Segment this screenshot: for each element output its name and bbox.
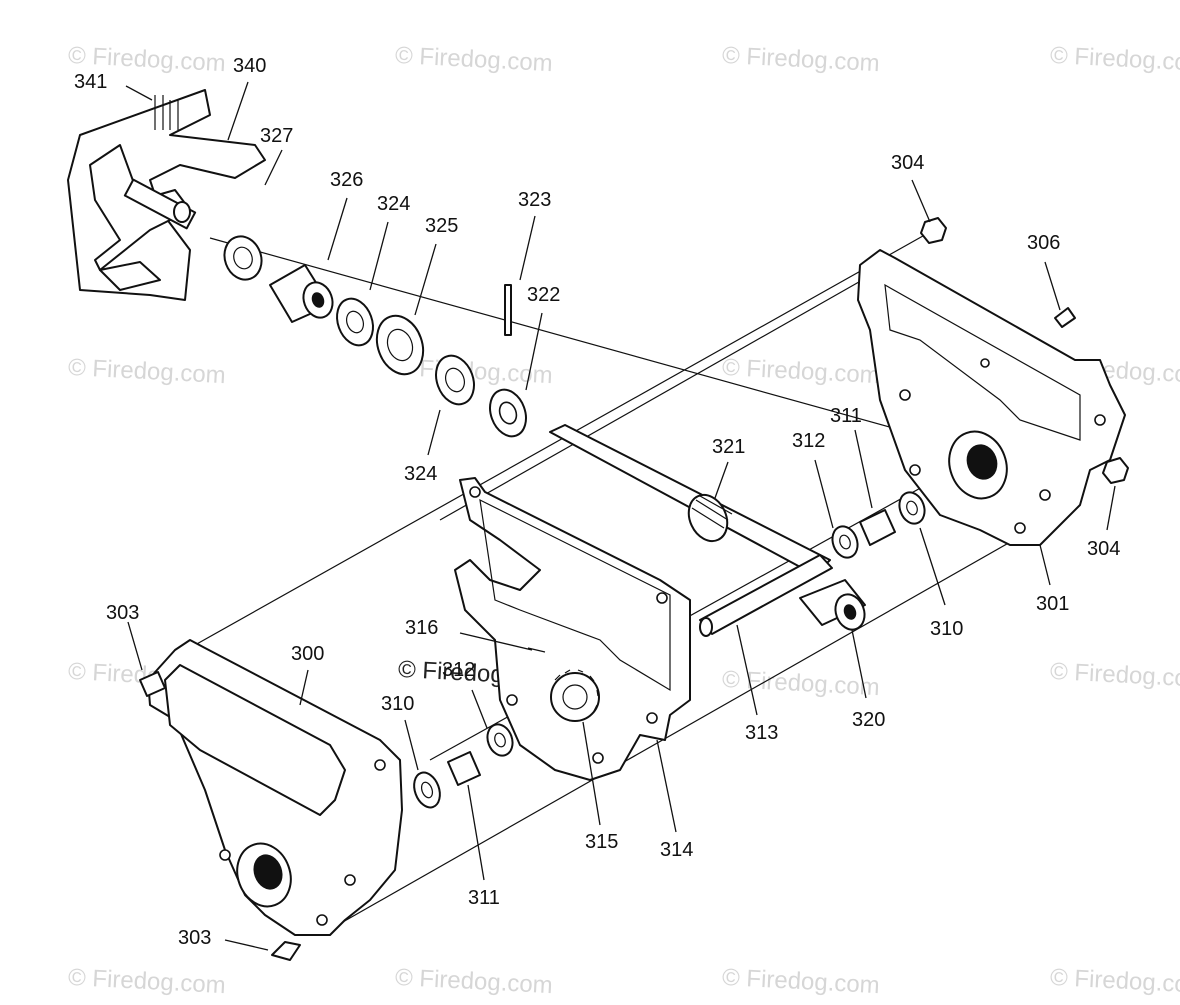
callout-310-right: 310	[930, 618, 963, 640]
callout-labels: 341 340 327 326 324 325 323 322 324 304 …	[74, 55, 1120, 949]
callout-311-right: 311	[830, 405, 862, 427]
left-gear-housing	[139, 639, 403, 961]
callout-304-top: 304	[891, 152, 924, 174]
right-gear-housing	[857, 249, 1126, 546]
callout-316: 316	[405, 617, 438, 639]
callout-303-bottom: 303	[178, 927, 211, 949]
right-axis-parts	[831, 491, 926, 559]
right-fasteners	[920, 217, 1129, 484]
callout-304-right: 304	[1087, 538, 1120, 560]
callout-321: 321	[712, 436, 745, 458]
callout-322: 322	[527, 284, 560, 306]
chute-deflector-assembly	[67, 89, 266, 301]
callout-315: 315	[585, 831, 618, 853]
leader-lines	[125, 81, 1116, 951]
callout-324-lower: 324	[404, 463, 437, 485]
callout-303-top: 303	[106, 602, 139, 624]
callout-311-left: 311	[468, 887, 500, 909]
callout-306: 306	[1027, 232, 1060, 254]
callout-324: 324	[377, 193, 410, 215]
callout-323: 323	[518, 189, 551, 211]
gear	[527, 647, 600, 722]
callout-300: 300	[291, 643, 324, 665]
callout-313: 313	[745, 722, 778, 744]
shaft-and-bearing	[699, 554, 866, 637]
callout-325: 325	[425, 215, 458, 237]
callout-301: 301	[1036, 593, 1069, 615]
top-axis-parts	[223, 235, 527, 438]
callout-340: 340	[233, 55, 266, 77]
callout-341: 341	[74, 71, 107, 93]
gasket-plate	[454, 477, 691, 781]
callout-327: 327	[260, 125, 293, 147]
callout-312-right: 312	[792, 430, 825, 452]
left-axis-parts	[413, 723, 514, 809]
callout-326: 326	[330, 169, 363, 191]
callout-312-left: 312	[442, 659, 475, 681]
worm-shaft	[549, 424, 831, 576]
callout-310-left: 310	[381, 693, 414, 715]
callout-320: 320	[852, 709, 885, 731]
callout-314: 314	[660, 839, 693, 861]
